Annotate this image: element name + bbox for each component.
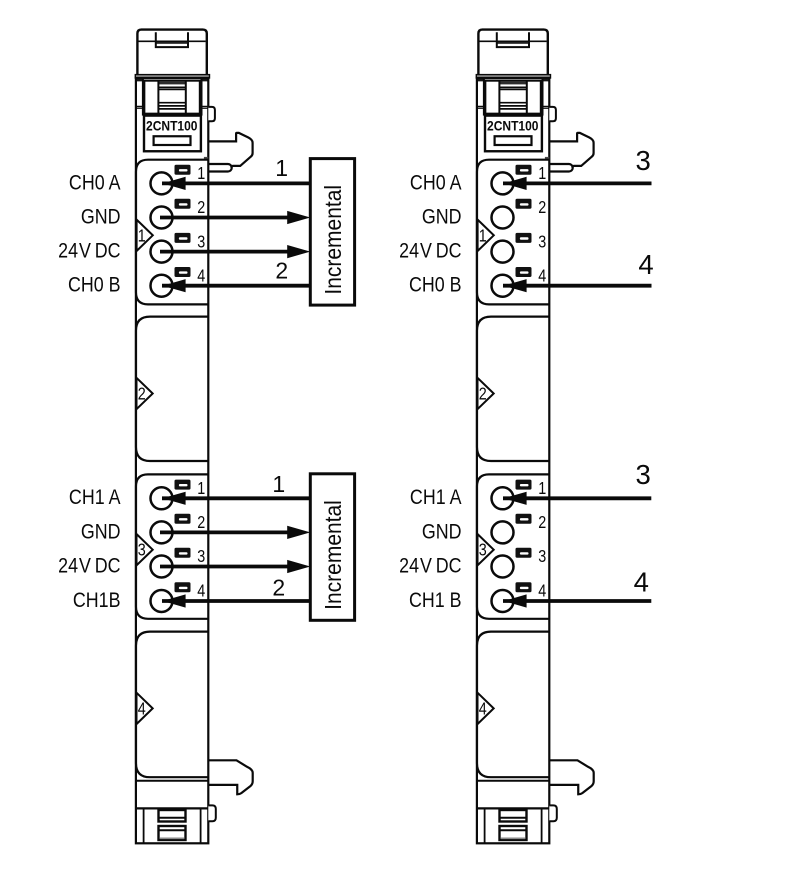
svg-text:CH1 B: CH1 B [409,588,462,612]
svg-text:3: 3 [635,145,650,176]
svg-text:CH1B: CH1B [73,588,121,612]
svg-text:CH0 B: CH0 B [68,273,121,297]
svg-text:Incremental: Incremental [320,185,346,295]
svg-text:CH0 A: CH0 A [69,171,121,195]
svg-text:1: 1 [275,155,288,181]
svg-text:4: 4 [638,249,653,280]
svg-text:2: 2 [272,575,285,601]
svg-text:GND: GND [422,520,462,544]
svg-text:CH0 A: CH0 A [410,171,462,195]
svg-text:CH0 B: CH0 B [409,273,462,297]
svg-text:GND: GND [81,205,121,229]
svg-text:CH1 A: CH1 A [410,486,462,510]
svg-text:Incremental: Incremental [320,500,346,610]
svg-text:GND: GND [81,520,121,544]
svg-text:3: 3 [635,459,650,490]
svg-text:GND: GND [422,205,462,229]
svg-text:1: 1 [272,471,285,497]
svg-text:CH1 A: CH1 A [69,486,121,510]
svg-text:4: 4 [634,566,649,597]
svg-text:2: 2 [275,257,288,283]
